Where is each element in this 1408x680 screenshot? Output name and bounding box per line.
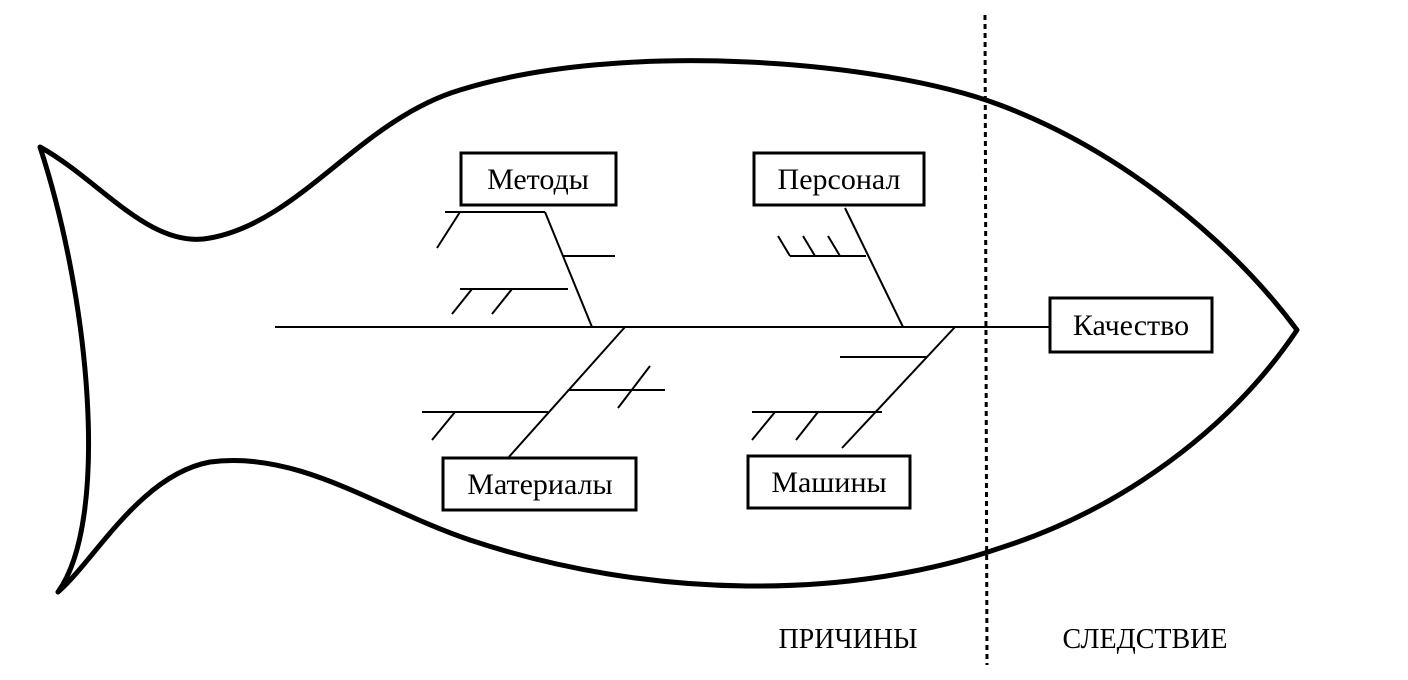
effect-box: Качество [1048,296,1214,354]
personnel-bones [777,207,904,328]
machines-bones [751,326,956,449]
cause-box-machines: Машины [746,454,912,510]
effect-section-label: СЛЕДСТВИЕ [1063,624,1228,655]
cause-label-methods: Методы [487,163,589,196]
cause-effect-divider [983,14,989,666]
cause-box-methods: Методы [459,151,618,207]
effect-label: Качество [1073,309,1189,342]
causes-section-label: ПРИЧИНЫ [778,624,917,655]
cause-label-machines: Машины [771,466,886,499]
materials-bones [422,326,665,459]
cause-label-personnel: Персонал [778,163,901,196]
cause-box-personnel: Персонал [752,151,926,207]
cause-label-materials: Материалы [467,468,612,501]
cause-box-materials: Материалы [441,456,638,512]
fish-outline [37,58,1300,595]
methods-bones [436,211,615,328]
